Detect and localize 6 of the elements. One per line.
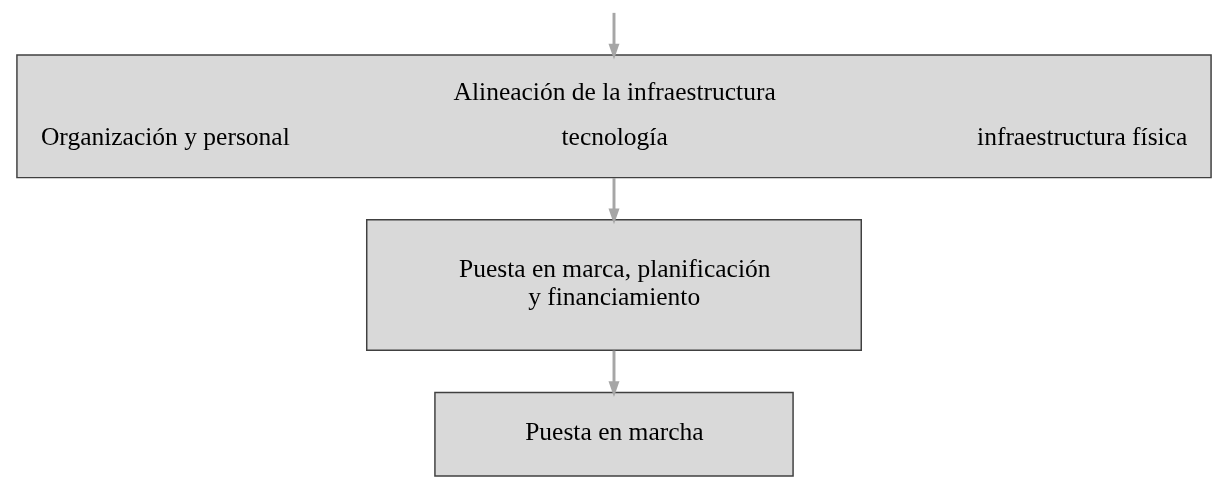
node-box: Alineación de la infraestructura Organización y personal tecnología infraestructura física: [16, 54, 1212, 179]
node-box: Puesta en marcha: [434, 391, 794, 477]
arrow: [608, 177, 620, 225]
node-box: Puesta en marca, planificación y financiamiento: [366, 219, 862, 352]
arrow: [608, 12, 620, 60]
arrow: [608, 350, 620, 397]
